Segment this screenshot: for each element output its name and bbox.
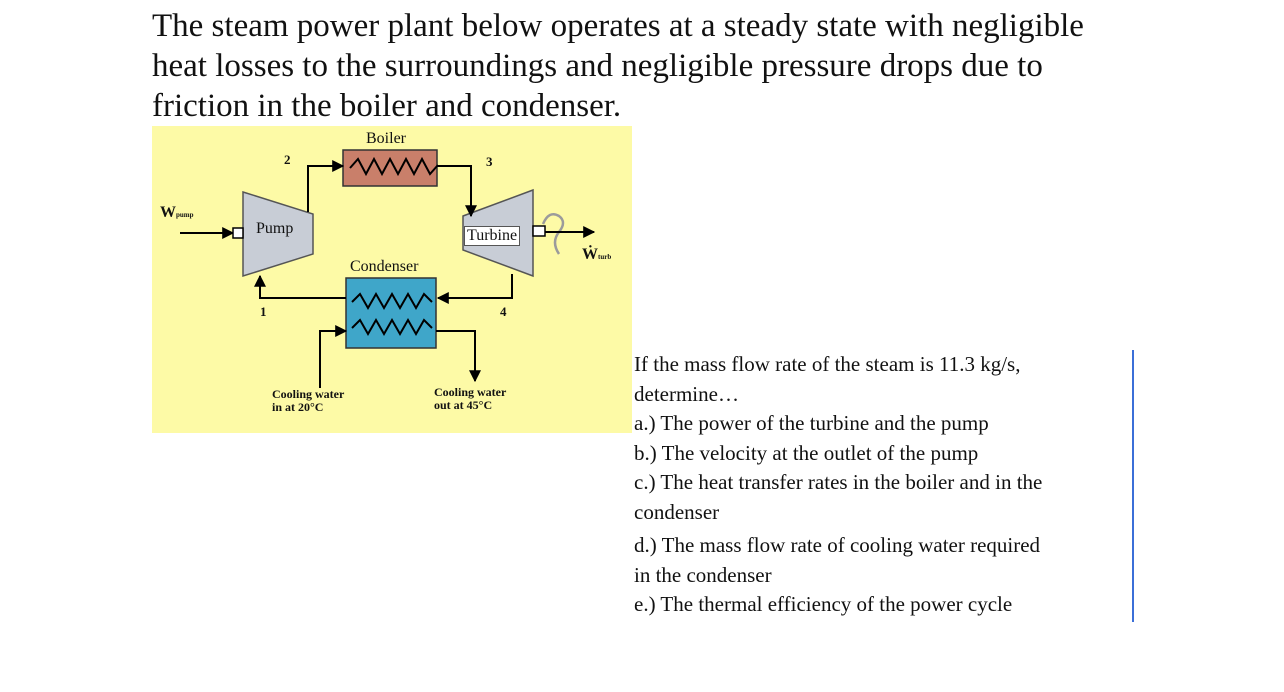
pump-shaft: [232, 227, 244, 239]
condenser-coil-upper: [351, 291, 433, 311]
condenser-coil-lower: [351, 317, 433, 337]
question-d-line-2: in the condenser: [634, 562, 772, 587]
condenser: [345, 277, 437, 349]
problem-line-1: The steam power plant below operates at …: [152, 8, 1084, 44]
question-b: b.) The velocity at the outlet of the pu…: [634, 440, 979, 465]
question-c-line-2: condenser: [634, 499, 720, 524]
question-e: e.) The thermal efficiency of the power …: [634, 592, 1013, 616]
pump-work-symbol: W: [160, 204, 176, 221]
state-3-label: 3: [486, 154, 493, 169]
pipe-condenser-to-pump: [254, 274, 346, 299]
cooling-water-outlet-pipe: [436, 330, 481, 383]
question-intro-2: determine…: [634, 381, 739, 406]
problem-line-2: heat losses to the surroundings and negl…: [152, 48, 1043, 84]
turbine-shaft-coupling: [541, 213, 565, 255]
boiler-label: Boiler: [366, 130, 406, 147]
state-4-label: 4: [500, 304, 507, 319]
question-intro-1: If the mass flow rate of the steam is 11…: [634, 352, 1021, 376]
turbine-work-subscript: turb: [598, 253, 612, 261]
pump-work-subscript: pump: [176, 211, 194, 219]
cooling-out-line-2: out at 45°C: [434, 398, 493, 412]
cooling-in-line-1: Cooling water: [272, 387, 345, 401]
cooling-water-out-label: Cooling water out at 45°C: [434, 386, 506, 412]
pipe-pump-to-boiler: [307, 160, 345, 212]
problem-line-3: friction in the boiler and condenser.: [152, 88, 622, 124]
condenser-label: Condenser: [350, 258, 419, 275]
steam-cycle-diagram: Boiler Condenser Pump Turbine 1 2 3 4 Wp…: [150, 126, 640, 436]
pipe-boiler-to-turbine: [437, 165, 477, 218]
turbine-label: Turbine: [464, 226, 521, 246]
diagram-graphics: [152, 126, 632, 433]
turbine-work-label: Ẇturb: [582, 246, 611, 264]
cooling-in-line-2: in at 20°C: [272, 400, 324, 414]
state-2-label: 2: [284, 152, 291, 167]
pump-work-label: Wpump: [160, 204, 194, 222]
pump: [242, 190, 314, 278]
cooling-water-in-label: Cooling water in at 20°C: [272, 388, 344, 414]
question-d-line-1: d.) The mass flow rate of cooling water …: [634, 533, 1041, 557]
turbine-work-symbol: Ẇ: [582, 246, 598, 263]
pipe-turbine-to-condenser: [436, 274, 513, 304]
cooling-out-line-1: Cooling water: [434, 385, 507, 399]
pump-label: Pump: [256, 220, 294, 237]
question-c-line-1: c.) The heat transfer rates in the boile…: [634, 470, 1043, 494]
boiler: [342, 149, 438, 187]
boiler-heat-coil: [349, 156, 439, 177]
turbine-shaft: [532, 225, 546, 237]
problem-statement: The steam power plant below operates at …: [152, 6, 1152, 126]
state-1-label: 1: [260, 304, 267, 319]
cooling-water-inlet-pipe: [319, 325, 348, 388]
question-a: a.) The power of the turbine and the pum…: [634, 411, 989, 435]
question-list: If the mass flow rate of the steam is 11…: [634, 350, 1134, 622]
